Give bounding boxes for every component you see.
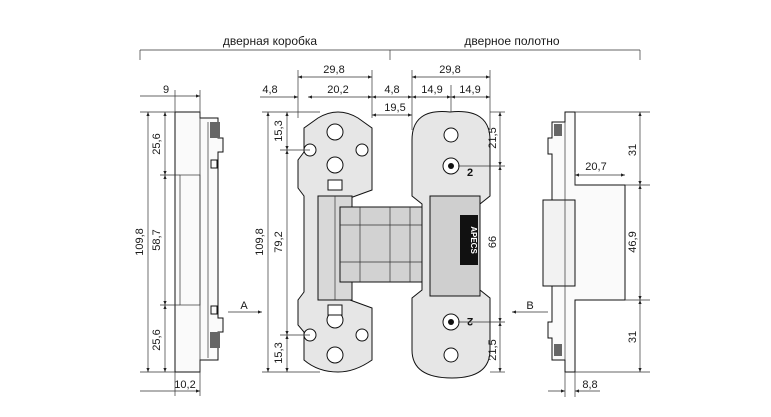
dim-left-bottom-10-2: 10,2 — [174, 379, 195, 391]
dim-gap-19-5: 19,5 — [384, 102, 405, 114]
marker-top-2: 2 — [467, 167, 473, 179]
dim-leaf-4-8: 4,8 — [384, 84, 399, 96]
left-side-view — [174, 111, 224, 373]
dim-right-31-top: 31 — [627, 144, 639, 156]
dim-leaf-21-5-bottom: 21,5 — [487, 339, 499, 360]
view-label-a: A — [240, 300, 248, 312]
dim-left-25-6-top: 25,6 — [151, 133, 163, 154]
leaf-header: дверное полотно — [464, 34, 559, 48]
brand-plate — [460, 215, 478, 265]
front-dimensions: 29,8 4,8 20,2 4,8 19,5 29,8 14,9 14,9 10… — [254, 64, 548, 373]
dim-right-46-9: 46,9 — [627, 231, 639, 252]
right-side-view — [542, 111, 626, 373]
section-headers: дверная коробка дверное полотно — [139, 34, 641, 60]
dim-frame-4-8: 4,8 — [262, 84, 277, 96]
dim-right-bottom-8-8: 8,8 — [582, 379, 597, 391]
dim-frame-15-3-top: 15,3 — [273, 120, 285, 141]
hinge-link — [339, 206, 431, 283]
dim-frame-79-2: 79,2 — [273, 231, 285, 252]
dim-frame-29-8: 29,8 — [323, 64, 344, 76]
right-side-dimensions: 31 46,9 31 20,7 8,8 — [548, 111, 650, 397]
marker-bottom-2: 2 — [467, 315, 473, 327]
leaf-view: APECS 2 2 — [411, 111, 491, 379]
dim-frame-109-8: 109,8 — [254, 228, 266, 256]
dim-leaf-14-9-left: 14,9 — [421, 84, 442, 96]
dim-leaf-14-9-right: 14,9 — [459, 84, 480, 96]
dim-left-58-7: 58,7 — [151, 229, 163, 250]
dim-leaf-66: 66 — [487, 236, 499, 248]
dim-frame-20-2: 20,2 — [327, 84, 348, 96]
dim-left-top-9: 9 — [163, 84, 169, 96]
dim-right-31-bottom: 31 — [627, 331, 639, 343]
dim-right-20-7: 20,7 — [585, 161, 606, 173]
dim-leaf-29-8: 29,8 — [439, 64, 460, 76]
dim-frame-15-3-bottom: 15,3 — [273, 342, 285, 363]
dim-left-total: 109,8 — [134, 228, 146, 256]
view-label-b: B — [526, 300, 533, 312]
brand-text: APECS — [469, 226, 478, 254]
dim-leaf-21-5-top: 21,5 — [487, 127, 499, 148]
dim-left-25-6-bottom: 25,6 — [151, 329, 163, 350]
frame-header: дверная коробка — [223, 34, 318, 48]
left-side-dimensions: 9 109,8 25,6 58,7 25,6 10,2 A — [134, 84, 262, 396]
